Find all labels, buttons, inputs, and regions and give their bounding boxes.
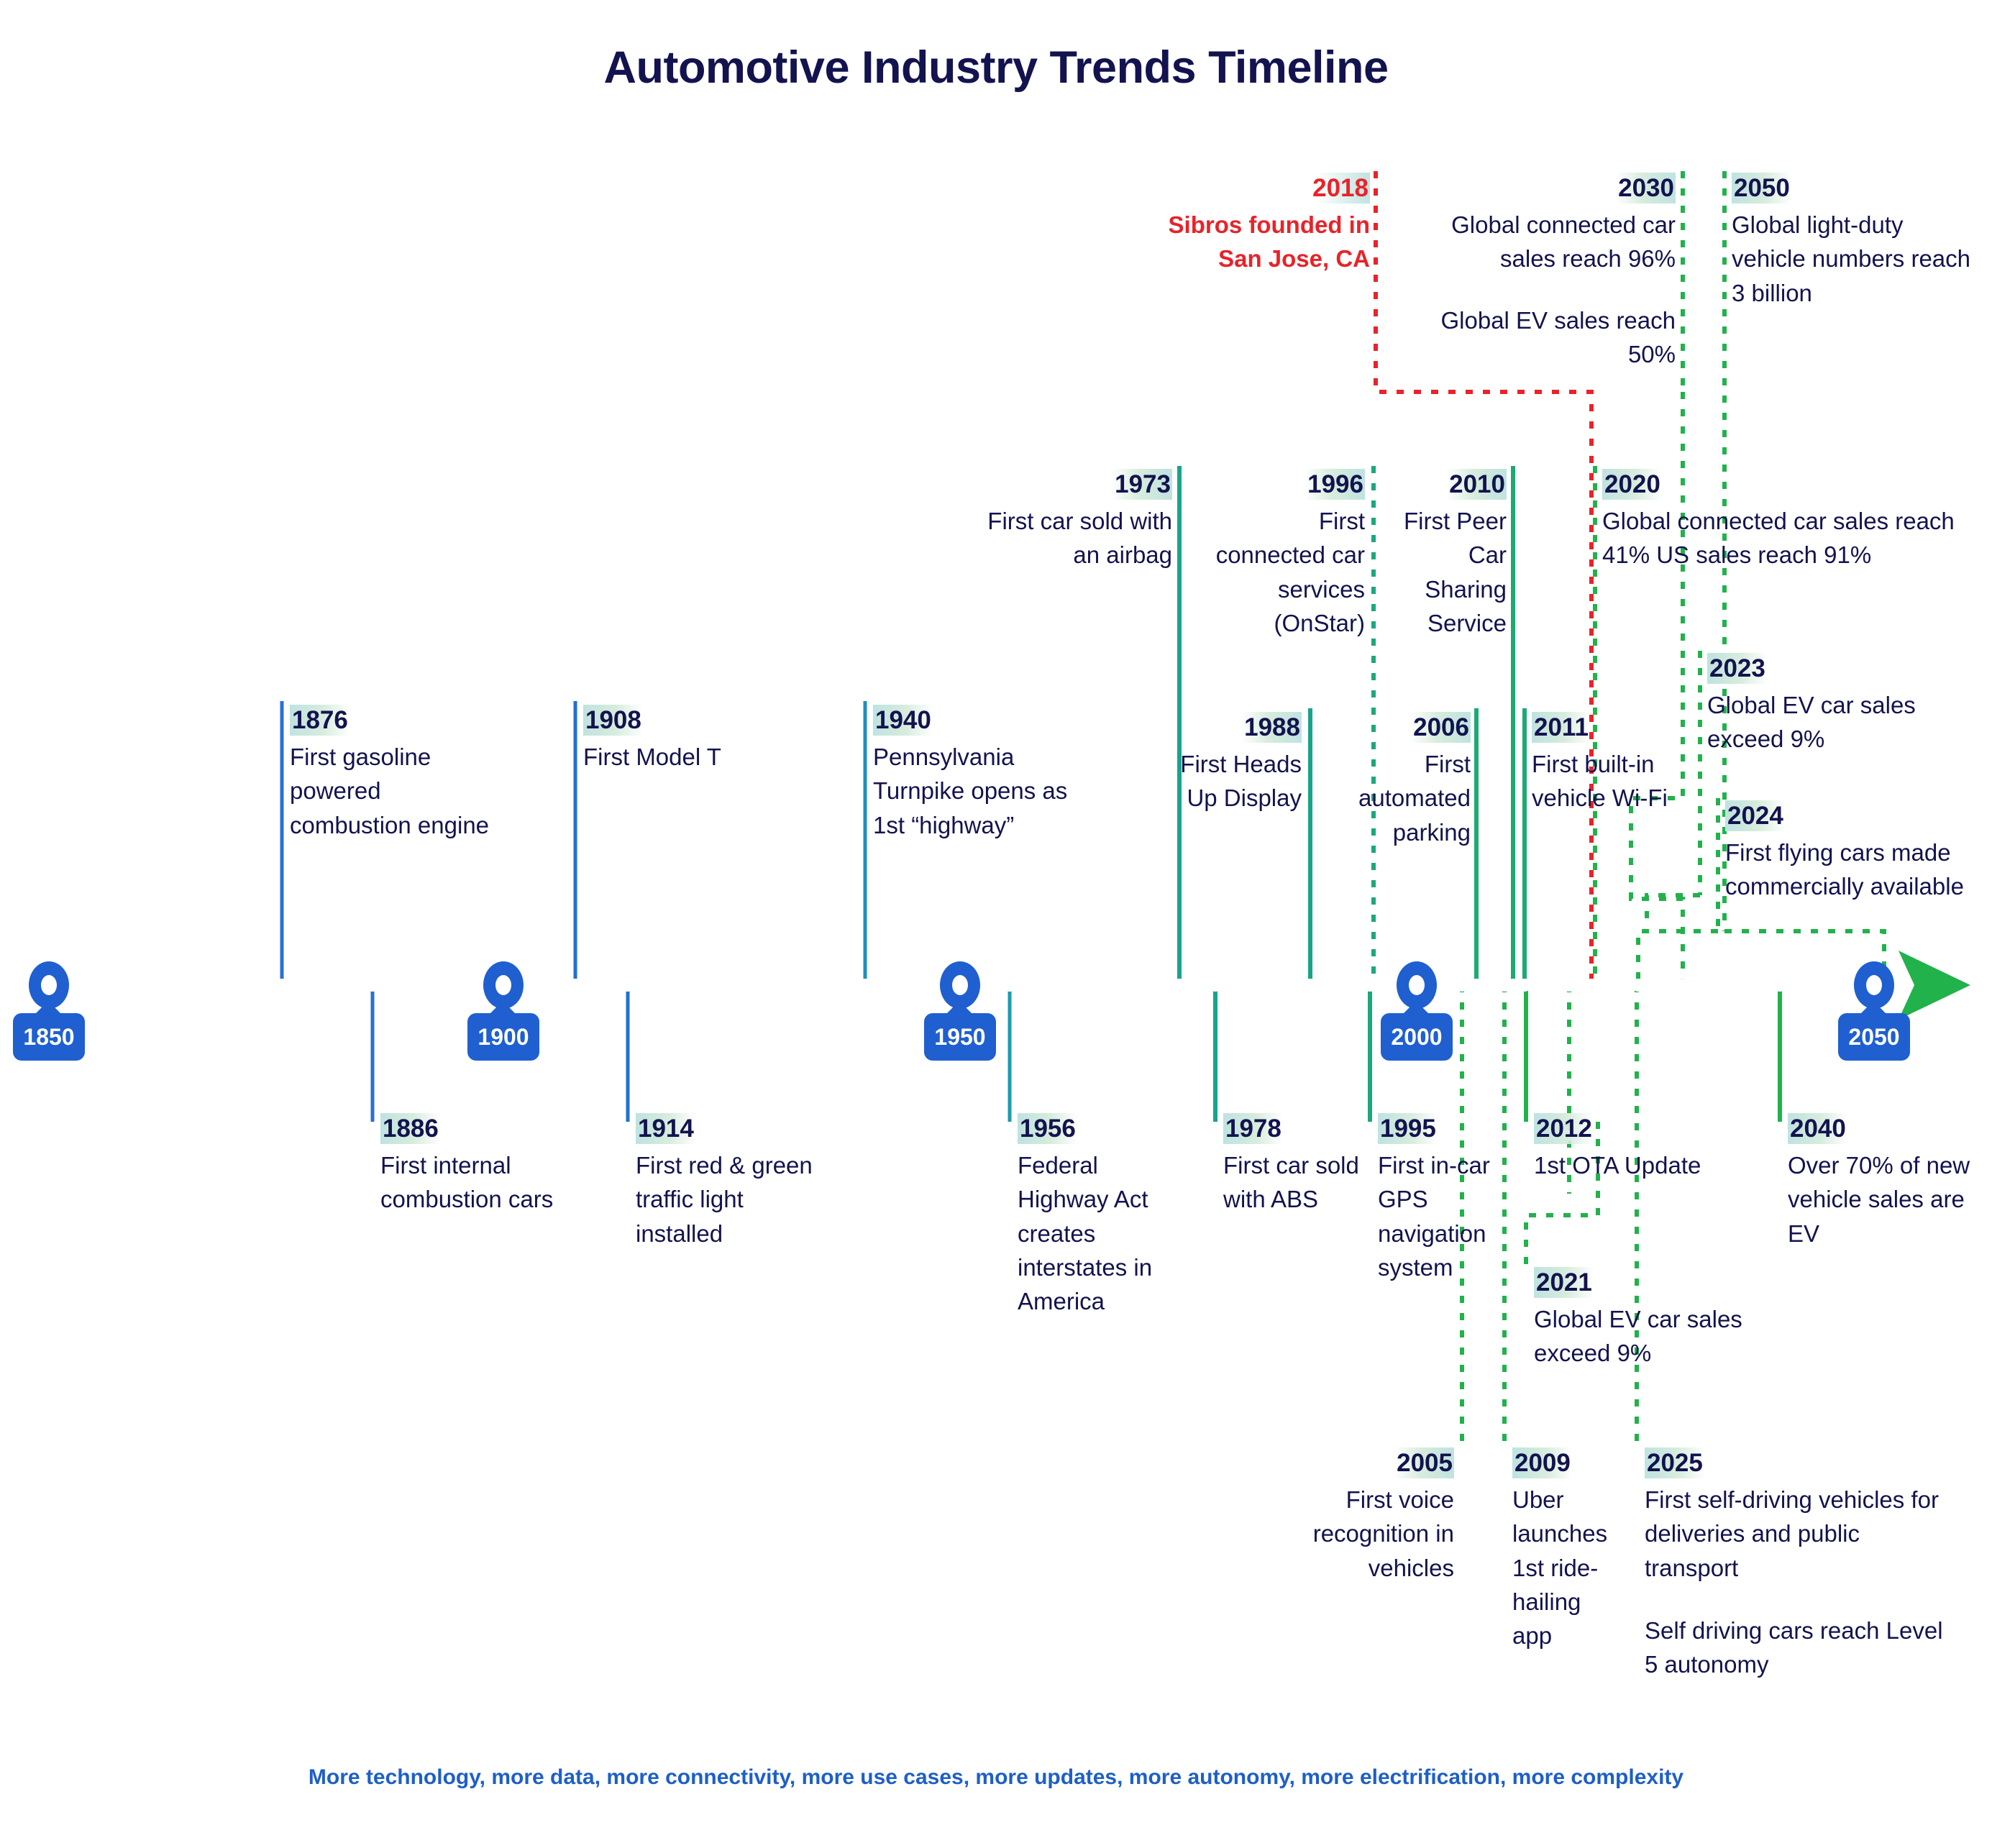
event-2030[interactable]: 2030 Global connected car sales reach 96… xyxy=(1395,173,1676,371)
axis-label-1850: 1850 xyxy=(13,1001,85,1061)
event-1956[interactable]: 1956 Federal Highway Act creates interst… xyxy=(1018,1113,1183,1318)
event-body: First voice recognition in vehicles xyxy=(1312,1486,1454,1581)
event-year: 2050 xyxy=(1732,173,1791,204)
event-body: Federal Highway Act creates interstates … xyxy=(1018,1152,1153,1315)
event-2050[interactable]: 2050 Global light-duty vehicle numbers r… xyxy=(1732,173,1976,310)
event-year: 1914 xyxy=(636,1113,695,1145)
event-1973[interactable]: 1973 First car sold with an airbag xyxy=(956,469,1172,572)
event-body: Sibros founded in San Jose, CA xyxy=(1168,211,1370,273)
event-year: 1978 xyxy=(1223,1113,1283,1145)
event-body: 1st OTA Update xyxy=(1534,1152,1701,1179)
event-body: Pennsylvania Turnpike opens as 1st “high… xyxy=(873,744,1068,838)
event-2024[interactable]: 2024 First flying cars made commercially… xyxy=(1725,800,1984,904)
event-body: First Heads Up Display xyxy=(1180,751,1302,812)
event-2006[interactable]: 2006 First automated parking xyxy=(1352,712,1471,849)
event-year: 2005 xyxy=(1394,1447,1454,1479)
event-year: 2012 xyxy=(1534,1113,1594,1145)
footer-tagline: More technology, more data, more connect… xyxy=(308,1765,1684,1789)
axis-label-2000: 2000 xyxy=(1381,1001,1453,1061)
event-1940[interactable]: 1940 Pennsylvania Turnpike opens as 1st … xyxy=(873,705,1073,842)
event-year: 1973 xyxy=(1112,469,1172,500)
event-year: 2025 xyxy=(1645,1447,1704,1479)
event-body: First in-car GPS navigation system xyxy=(1378,1152,1490,1281)
event-2009[interactable]: 2009 Uber launches 1st ride-hailing app xyxy=(1512,1447,1620,1652)
event-2010[interactable]: 2010 First Peer Car Sharing Service xyxy=(1388,469,1507,640)
event-year: 1940 xyxy=(873,705,933,736)
event-body: First Peer Car Sharing Service xyxy=(1403,508,1507,636)
event-body: First flying cars made commercially avai… xyxy=(1725,839,1964,900)
event-body: First internal combustion cars xyxy=(380,1152,554,1213)
event-year: 2011 xyxy=(1532,712,1590,744)
event-1978[interactable]: 1978 First car sold with ABS xyxy=(1223,1113,1363,1217)
event-year: 1886 xyxy=(380,1113,440,1145)
event-body: First self-driving vehicles for deliveri… xyxy=(1645,1486,1939,1581)
event-year: 1995 xyxy=(1378,1113,1438,1145)
event-year: 1876 xyxy=(290,705,349,736)
event-1996[interactable]: 1996 First connected car services (OnSta… xyxy=(1215,469,1365,640)
event-body: First built-in vehicle Wi-Fi xyxy=(1532,751,1668,812)
event-body: Global light-duty vehicle numbers reach … xyxy=(1732,211,1970,306)
axis-label-1950: 1950 xyxy=(924,1001,996,1061)
event-body: Global EV car sales exceed 9% xyxy=(1534,1306,1742,1367)
event-body: Global connected car sales reach 41% US … xyxy=(1602,508,1955,569)
event-2021[interactable]: 2021 Global EV car sales exceed 9% xyxy=(1534,1267,1764,1371)
event-2012[interactable]: 2012 1st OTA Update xyxy=(1534,1113,1764,1182)
event-1995[interactable]: 1995 First in-car GPS navigation system xyxy=(1378,1113,1518,1284)
event-year: 2021 xyxy=(1534,1267,1594,1299)
event-1908[interactable]: 1908 First Model T xyxy=(583,705,821,774)
event-year: 2006 xyxy=(1411,712,1471,744)
event-body: First automated parking xyxy=(1358,751,1471,846)
event-2018-sibros[interactable]: 2018 Sibros founded in San Jose, CA xyxy=(1165,173,1370,276)
event-2020[interactable]: 2020 Global connected car sales reach 41… xyxy=(1602,469,1962,572)
axis-label-2050: 2050 xyxy=(1838,1001,1910,1061)
event-year: 2020 xyxy=(1602,469,1662,500)
event-body: First red & green traffic light installe… xyxy=(636,1152,813,1247)
event-year: 2024 xyxy=(1725,800,1785,832)
event-year: 2010 xyxy=(1447,469,1507,500)
event-body: First car sold with ABS xyxy=(1223,1152,1359,1213)
event-body: First Model T xyxy=(583,744,721,771)
event-year: 1996 xyxy=(1305,469,1365,500)
event-2040[interactable]: 2040 Over 70% of new vehicle sales are E… xyxy=(1788,1113,1992,1250)
event-1886[interactable]: 1886 First internal combustion cars xyxy=(380,1113,589,1217)
event-2005[interactable]: 2005 First voice recognition in vehicles xyxy=(1287,1447,1454,1585)
event-body: Over 70% of new vehicle sales are EV xyxy=(1788,1152,1970,1247)
event-1988[interactable]: 1988 First Heads Up Display xyxy=(1172,712,1302,815)
event-year: 2030 xyxy=(1616,173,1676,204)
event-year: 2018 xyxy=(1310,173,1370,204)
page-title: Automotive Industry Trends Timeline xyxy=(603,42,1389,93)
event-year: 1956 xyxy=(1018,1113,1077,1145)
event-1876[interactable]: 1876 First gasoline powered combustion e… xyxy=(290,705,498,842)
event-year: 2023 xyxy=(1707,653,1767,685)
event-body: Global EV car sales exceed 9% xyxy=(1707,692,1916,753)
event-2011[interactable]: 2011 First built-in vehicle Wi-Fi xyxy=(1532,712,1701,815)
event-body: Global connected car sales reach 96% xyxy=(1451,211,1676,273)
event-body: Uber launches 1st ride-hailing app xyxy=(1512,1486,1608,1650)
event-year: 2040 xyxy=(1788,1113,1847,1145)
event-2023[interactable]: 2023 Global EV car sales exceed 9% xyxy=(1707,653,1988,756)
event-body-2: Self driving cars reach Level 5 autonomy xyxy=(1645,1616,1943,1678)
event-body: First gasoline powered combustion engine xyxy=(290,744,490,838)
event-body: First connected car services (OnStar) xyxy=(1215,508,1365,636)
event-2025[interactable]: 2025 First self-driving vehicles for del… xyxy=(1645,1447,1947,1681)
axis-label-1900: 1900 xyxy=(467,1001,539,1061)
event-body-2: Global EV sales reach 50% xyxy=(1440,306,1676,367)
event-year: 1988 xyxy=(1242,712,1302,744)
event-year: 1908 xyxy=(583,705,643,736)
event-1914[interactable]: 1914 First red & green traffic light ins… xyxy=(636,1113,815,1250)
event-body: First car sold with an airbag xyxy=(987,508,1172,569)
event-year: 2009 xyxy=(1512,1447,1572,1479)
